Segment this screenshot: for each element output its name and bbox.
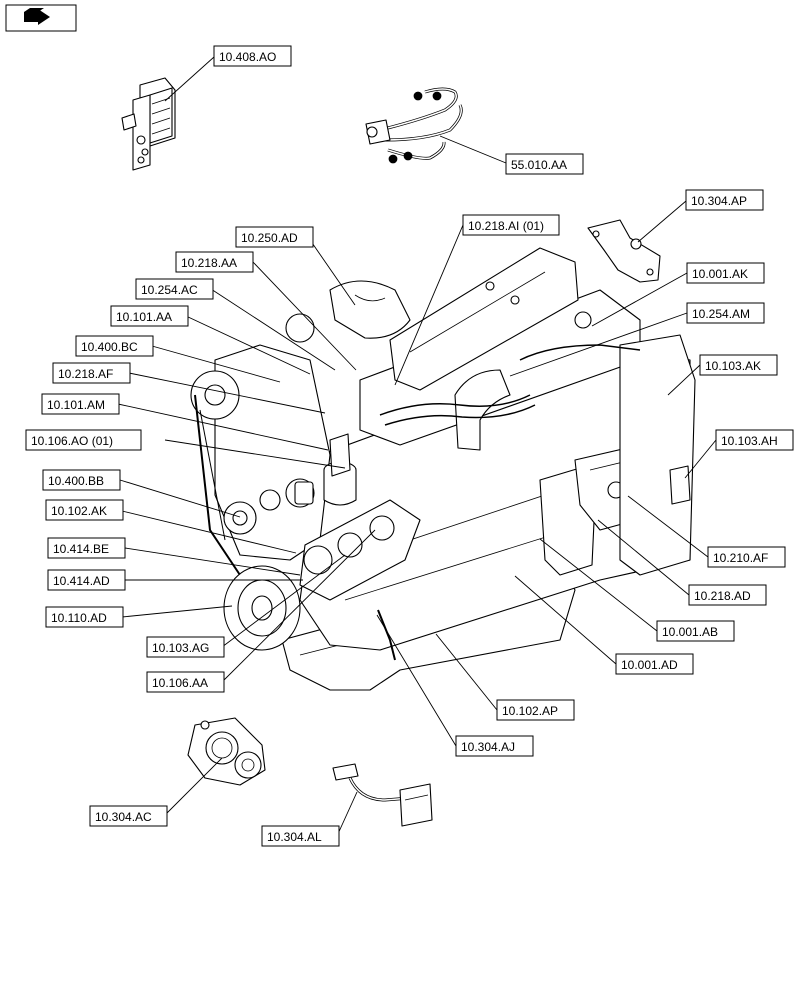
svg-text:10.400.BC: 10.400.BC xyxy=(81,340,138,354)
callout-10-408-ao[interactable]: 10.408.AO xyxy=(213,45,292,67)
callout-10-414-ad[interactable]: 10.414.AD xyxy=(47,569,126,591)
callout-10-304-ac[interactable]: 10.304.AC xyxy=(89,805,168,827)
nav-button[interactable] xyxy=(5,4,77,32)
callout-10-103-ak[interactable]: 10.103.AK xyxy=(699,354,778,376)
svg-text:10.103.AK: 10.103.AK xyxy=(705,359,761,373)
callout-10-218-ai-01[interactable]: 10.218.AI (01) xyxy=(462,214,560,236)
svg-text:10.102.AK: 10.102.AK xyxy=(51,504,107,518)
callout-10-101-am[interactable]: 10.101.AM xyxy=(41,393,120,415)
callout-10-218-aa[interactable]: 10.218.AA xyxy=(175,251,254,273)
svg-text:10.103.AH: 10.103.AH xyxy=(721,434,778,448)
callout-10-106-aa[interactable]: 10.106.AA xyxy=(146,671,225,693)
callout-10-106-ao-01[interactable]: 10.106.AO (01) xyxy=(25,429,142,451)
svg-text:10.101.AA: 10.101.AA xyxy=(116,310,172,324)
callout-10-210-af[interactable]: 10.210.AF xyxy=(707,546,786,568)
svg-text:10.106.AO (01): 10.106.AO (01) xyxy=(31,434,113,448)
callout-10-103-ah[interactable]: 10.103.AH xyxy=(715,429,794,451)
svg-text:10.254.AC: 10.254.AC xyxy=(141,283,198,297)
svg-text:10.400.BB: 10.400.BB xyxy=(48,474,104,488)
callout-10-101-aa[interactable]: 10.101.AA xyxy=(110,305,189,327)
callout-55-010-aa[interactable]: 55.010.AA xyxy=(505,153,584,175)
callout-10-250-ad[interactable]: 10.250.AD xyxy=(235,226,314,248)
callout-10-400-bc[interactable]: 10.400.BC xyxy=(75,335,154,357)
callout-10-254-ac[interactable]: 10.254.AC xyxy=(135,278,214,300)
callout-10-304-al[interactable]: 10.304.AL xyxy=(261,825,340,847)
callout-10-400-bb[interactable]: 10.400.BB xyxy=(42,469,121,491)
svg-text:10.414.AD: 10.414.AD xyxy=(53,574,110,588)
callout-10-218-af[interactable]: 10.218.AF xyxy=(52,362,131,384)
callout-10-103-ag[interactable]: 10.103.AG xyxy=(146,636,225,658)
callout-10-304-aj[interactable]: 10.304.AJ xyxy=(455,735,534,757)
svg-text:10.304.AP: 10.304.AP xyxy=(691,194,747,208)
svg-text:10.414.BE: 10.414.BE xyxy=(53,542,109,556)
svg-text:10.210.AF: 10.210.AF xyxy=(713,551,768,565)
svg-text:10.304.AJ: 10.304.AJ xyxy=(461,740,515,754)
callout-10-001-ak[interactable]: 10.001.AK xyxy=(686,262,765,284)
svg-text:10.218.AA: 10.218.AA xyxy=(181,256,237,270)
svg-text:10.250.AD: 10.250.AD xyxy=(241,231,298,245)
callout-10-110-ad[interactable]: 10.110.AD xyxy=(45,606,124,628)
callout-10-102-ap[interactable]: 10.102.AP xyxy=(496,699,575,721)
svg-text:10.408.AO: 10.408.AO xyxy=(219,50,276,64)
oil-pump-part xyxy=(187,717,266,786)
svg-text:10.218.AD: 10.218.AD xyxy=(694,589,751,603)
svg-text:10.102.AP: 10.102.AP xyxy=(502,704,558,718)
svg-text:10.103.AG: 10.103.AG xyxy=(152,641,209,655)
callout-10-254-am[interactable]: 10.254.AM xyxy=(686,302,765,324)
leader-lines xyxy=(117,56,717,837)
svg-text:10.218.AI (01): 10.218.AI (01) xyxy=(468,219,544,233)
svg-text:55.010.AA: 55.010.AA xyxy=(511,158,567,172)
callout-10-001-ad[interactable]: 10.001.AD xyxy=(615,653,694,675)
svg-text:10.001.AK: 10.001.AK xyxy=(692,267,748,281)
callout-10-414-be[interactable]: 10.414.BE xyxy=(47,537,126,559)
callout-10-218-ad[interactable]: 10.218.AD xyxy=(688,584,767,606)
svg-text:10.304.AC: 10.304.AC xyxy=(95,810,152,824)
svg-text:10.001.AD: 10.001.AD xyxy=(621,658,678,672)
svg-text:10.218.AF: 10.218.AF xyxy=(58,367,113,381)
engine-assembly xyxy=(190,247,696,691)
svg-text:10.001.AB: 10.001.AB xyxy=(662,625,718,639)
forward-arrow-icon xyxy=(24,8,50,25)
svg-text:10.254.AM: 10.254.AM xyxy=(692,307,750,321)
callout-10-001-ab[interactable]: 10.001.AB xyxy=(656,620,735,642)
callout-10-304-ap[interactable]: 10.304.AP xyxy=(685,189,764,211)
callout-10-102-ak[interactable]: 10.102.AK xyxy=(45,499,124,521)
oil-pickup-tube-part xyxy=(332,763,433,827)
svg-text:10.110.AD: 10.110.AD xyxy=(51,611,107,625)
bracket-part xyxy=(587,219,661,283)
svg-text:10.304.AL: 10.304.AL xyxy=(267,830,322,844)
wiring-harness-part xyxy=(365,87,463,164)
svg-text:10.106.AA: 10.106.AA xyxy=(152,676,208,690)
svg-text:10.101.AM: 10.101.AM xyxy=(47,398,105,412)
oil-cooler-part xyxy=(121,77,176,171)
